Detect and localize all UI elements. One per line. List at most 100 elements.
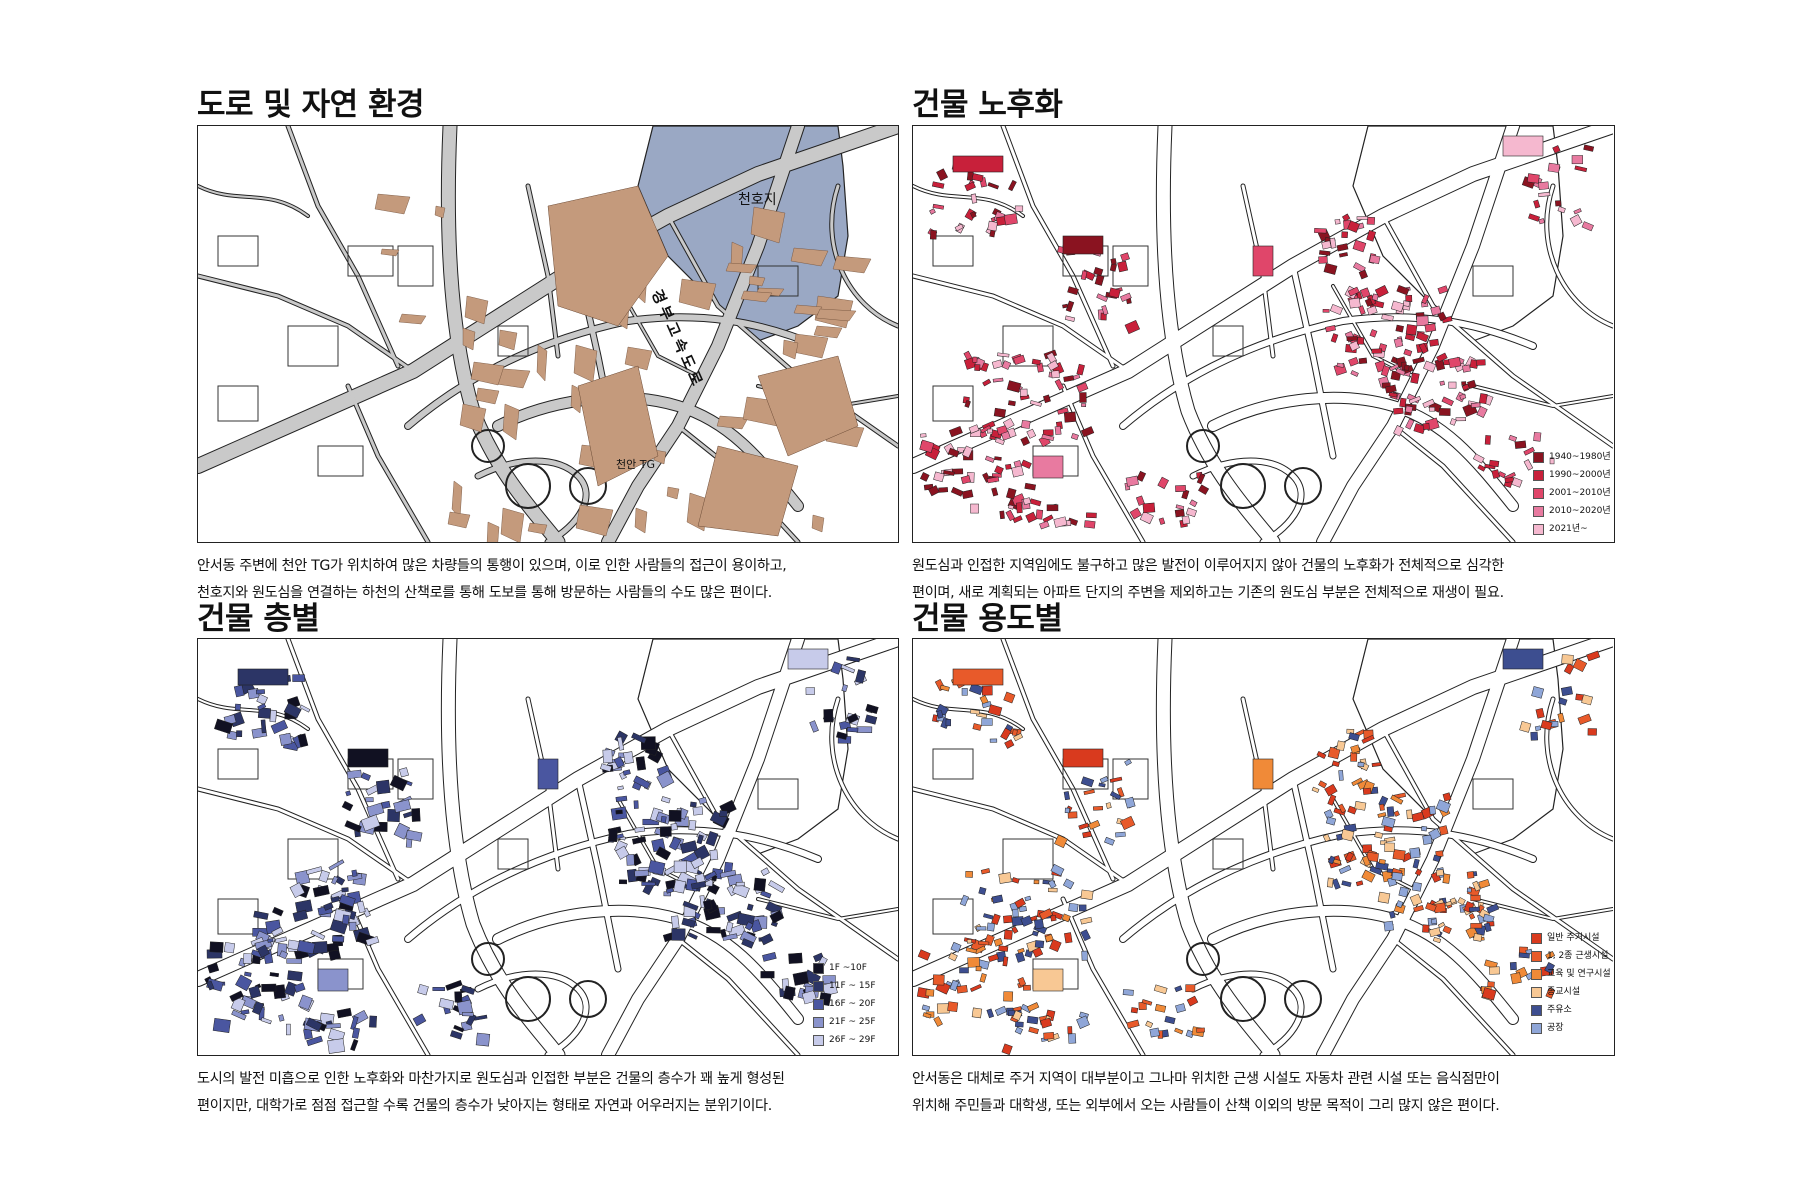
- legend-swatch: [1531, 1004, 1542, 1016]
- building: [1000, 727, 1012, 741]
- building: [954, 223, 964, 232]
- building: [1350, 752, 1358, 762]
- building: [1538, 181, 1550, 190]
- legend-swatch: [1531, 950, 1542, 962]
- building: [1126, 1019, 1140, 1029]
- building: [1527, 173, 1540, 184]
- interchange-loop: [1186, 942, 1220, 976]
- road: [1391, 424, 1515, 542]
- road: [526, 184, 560, 358]
- legend-swatch: [1531, 986, 1542, 998]
- tollgate-label: 천안 TG: [616, 458, 655, 471]
- building: [1007, 400, 1016, 407]
- building: [1318, 255, 1328, 264]
- building: [1393, 425, 1404, 437]
- building: [1571, 155, 1583, 165]
- building: [1350, 744, 1361, 754]
- building: [1347, 286, 1360, 297]
- building: [956, 984, 968, 994]
- building: [1348, 732, 1360, 742]
- building: [255, 689, 265, 695]
- panel-title: 건물 용도별: [912, 601, 1063, 637]
- farmland-patch: [624, 346, 653, 371]
- building: [920, 433, 927, 438]
- building: [1029, 400, 1042, 407]
- building: [1093, 806, 1104, 811]
- building: [1409, 847, 1421, 859]
- building: [1020, 388, 1028, 397]
- block-outline: [932, 898, 974, 935]
- road: [198, 787, 415, 886]
- farmland-patch: [634, 507, 648, 534]
- legend-swatch: [1533, 451, 1544, 463]
- building: [1523, 459, 1534, 471]
- building: [972, 723, 982, 731]
- building: [1484, 435, 1491, 445]
- building: [1423, 360, 1437, 373]
- building: [234, 703, 241, 711]
- building: [971, 1007, 983, 1019]
- road: [1208, 905, 1518, 1024]
- building: [1154, 1004, 1167, 1013]
- map-roads-nature[interactable]: 천호지 천안 TG 경부고속도로: [197, 125, 899, 543]
- building: [1475, 359, 1486, 366]
- road: [1317, 126, 1519, 542]
- building: [1448, 356, 1462, 369]
- interchange-loop: [569, 467, 607, 505]
- building: [1043, 1032, 1055, 1040]
- building: [719, 810, 728, 818]
- building: [1366, 229, 1377, 242]
- building: [1031, 930, 1039, 937]
- building: [1080, 916, 1093, 925]
- road: [475, 971, 589, 1055]
- building: [1005, 509, 1016, 522]
- building: [1002, 417, 1015, 430]
- building: [1026, 1002, 1040, 1012]
- building: [350, 1039, 359, 1052]
- building: [682, 900, 699, 911]
- building: [1360, 287, 1371, 299]
- farmland-patch: [748, 275, 766, 287]
- building: [600, 763, 612, 773]
- building: [341, 887, 349, 893]
- building: [1338, 864, 1352, 875]
- block-outline: [932, 235, 974, 267]
- road: [1472, 385, 1613, 408]
- building: [1486, 903, 1500, 914]
- building: [1122, 989, 1134, 996]
- building: [1487, 981, 1495, 988]
- building: [1402, 300, 1411, 307]
- building: [257, 703, 267, 711]
- building: [1080, 270, 1088, 281]
- building: [338, 894, 356, 908]
- building: [970, 193, 978, 204]
- building: [261, 983, 277, 992]
- building: [1020, 459, 1032, 469]
- building: [1078, 822, 1090, 830]
- building: [987, 953, 999, 963]
- building: [283, 702, 302, 719]
- building: [1361, 734, 1375, 744]
- building: [1549, 457, 1555, 465]
- building: [350, 1016, 359, 1031]
- building: [1175, 504, 1185, 510]
- building: [1135, 495, 1145, 506]
- building: [1120, 292, 1132, 302]
- building: [1323, 262, 1338, 275]
- building: [618, 879, 628, 885]
- legend-label: 11F ~ 15F: [829, 980, 876, 991]
- panel-title: 건물 노후화: [912, 87, 1063, 123]
- building: [989, 738, 998, 743]
- building: [330, 895, 340, 903]
- building: [1461, 383, 1470, 391]
- building: [1061, 913, 1071, 923]
- building: [823, 709, 834, 723]
- building: [1024, 482, 1037, 491]
- building: [1544, 962, 1555, 974]
- building: [1336, 740, 1346, 752]
- legend-label: 1990~2000년: [1549, 469, 1611, 480]
- building: [1007, 179, 1017, 192]
